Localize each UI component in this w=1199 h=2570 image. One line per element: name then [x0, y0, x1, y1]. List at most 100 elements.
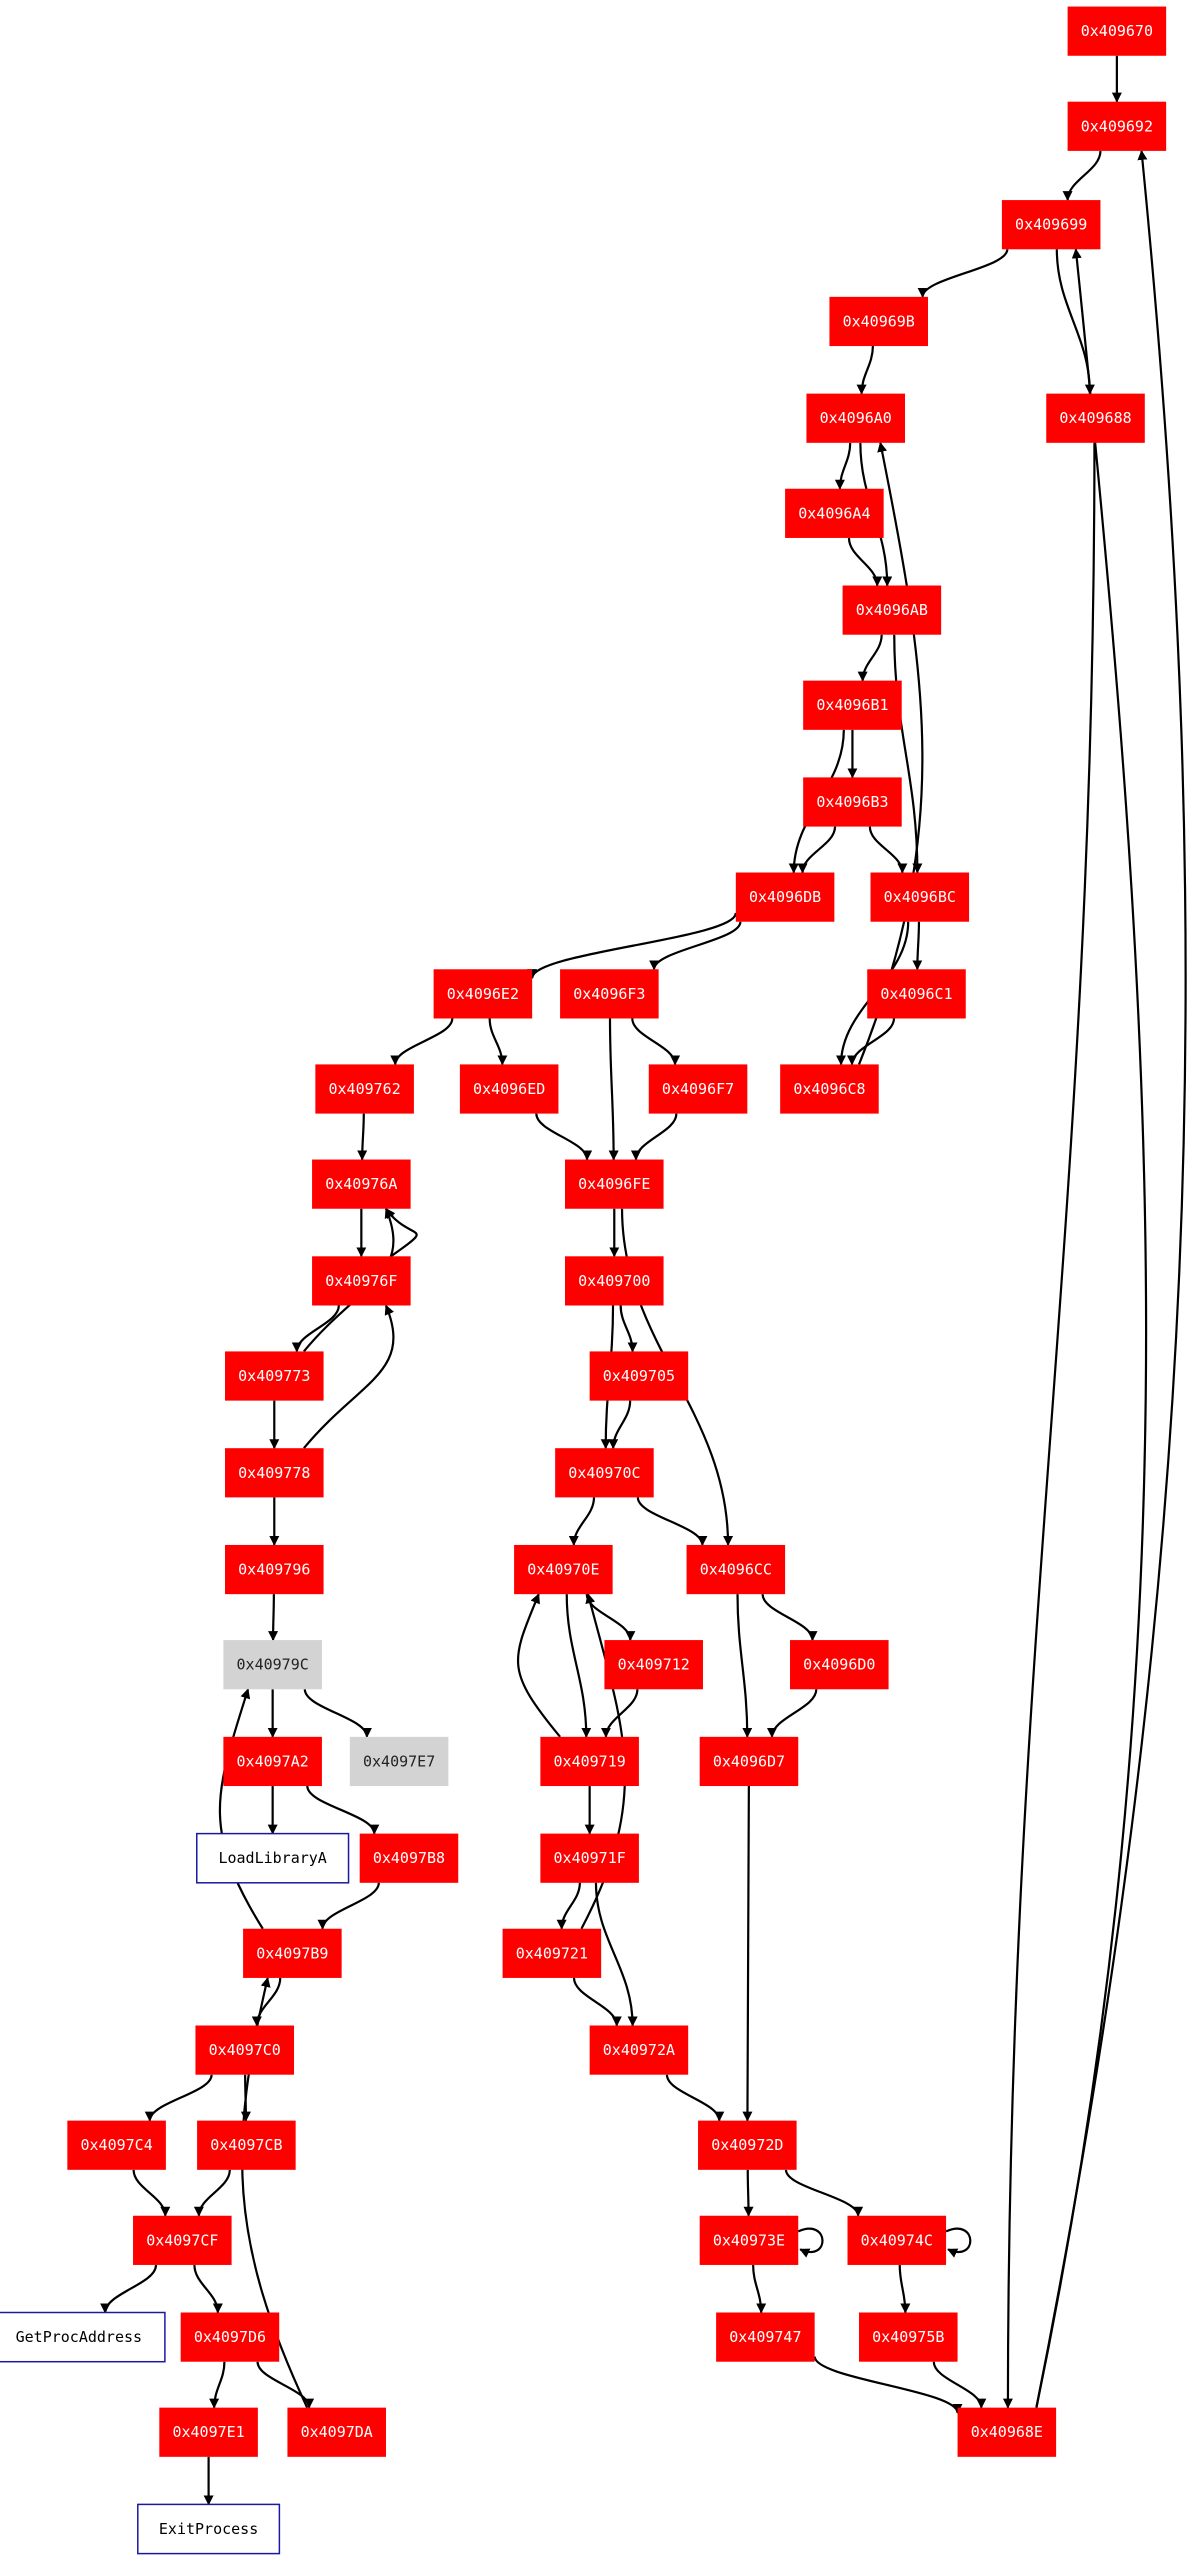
node-box — [223, 1736, 322, 1787]
edge-n4096D0-n4096D7 — [766, 1689, 818, 1738]
node-label: 0x409773 — [238, 1367, 310, 1385]
node-box — [842, 585, 942, 635]
edge-n40976F-n40976A — [385, 1207, 418, 1258]
edge-n4096F3-n4096F7 — [631, 1018, 681, 1066]
node-box — [459, 1064, 559, 1114]
node-box — [699, 2215, 799, 2265]
api-import-node: ExitProcess — [137, 2503, 281, 2555]
node-label: 0x4097D6 — [194, 2328, 266, 2346]
edges-layer — [100, 55, 1187, 2506]
node-box — [785, 488, 884, 538]
edge-n409699-n40969B — [917, 248, 1009, 298]
node-box — [159, 2407, 258, 2457]
edge-n409796-n40979C — [268, 1594, 279, 1642]
node-label: 0x409778 — [238, 1464, 310, 1482]
node-box — [555, 1448, 654, 1498]
basic-block-node: 0x40969B — [829, 296, 928, 347]
node-label: 0x4097DA — [301, 2423, 373, 2441]
node-label: 0x4096D7 — [713, 1752, 785, 1770]
node-box — [1067, 6, 1167, 56]
edge-n40971F-n40972A — [594, 1882, 638, 2027]
basic-block-node: 0x40974C — [847, 2215, 947, 2265]
node-box — [180, 2312, 280, 2362]
edge-n4096DB-n4096E2 — [527, 912, 737, 980]
edge-n4096C1-n4096C8 — [846, 1018, 896, 1066]
edge-n409692-n409699 — [1062, 150, 1102, 202]
edge-n40970C-n40970E — [568, 1497, 596, 1546]
node-label: 0x4097B9 — [256, 1944, 328, 1962]
node-label: 0x40979C — [237, 1656, 309, 1674]
edge-n4097CF-nGetProcAddress — [100, 2264, 158, 2314]
node-box — [540, 1833, 639, 1883]
node-label: 0x409762 — [329, 1080, 401, 1098]
node-box — [699, 1736, 799, 1787]
node-box — [790, 1640, 889, 1690]
node-label: 0x4097E7 — [363, 1752, 435, 1770]
node-label: 0x409688 — [1059, 409, 1131, 427]
node-label: 0x4096DB — [749, 888, 821, 906]
basic-block-node: 0x409699 — [1001, 200, 1101, 250]
edge-n4096F3-n4096FE — [608, 1018, 619, 1161]
node-label: 0x40972D — [711, 2136, 783, 2154]
node-label: 0x409721 — [516, 1944, 588, 1962]
basic-block-node: 0x409700 — [565, 1256, 664, 1306]
basic-block-node: 0x40970C — [555, 1448, 654, 1498]
node-box — [859, 2312, 958, 2362]
node-box — [287, 2407, 386, 2457]
edge-n4097C4-n4097CF — [132, 2169, 171, 2217]
edge-n4097B8-n4097B9 — [317, 1882, 380, 1930]
edge-n4096BC-n4096C1 — [912, 921, 923, 971]
basic-block-node: 0x409692 — [1067, 101, 1167, 151]
basic-block-node: 0x40973E — [699, 2215, 799, 2265]
node-box — [957, 2407, 1057, 2457]
edge-n4096ED-n4096FE — [535, 1113, 593, 1161]
node-box — [698, 2120, 797, 2170]
basic-block-node: 0x4097DA — [287, 2407, 386, 2457]
edge-n4096CC-n4096D0 — [761, 1593, 818, 1642]
node-label: 0x4097CF — [146, 2231, 218, 2249]
node-label: 0x4097A2 — [237, 1752, 309, 1770]
basic-block-node: 0x40970E — [514, 1544, 613, 1595]
edge-n40976F-n409773 — [291, 1305, 340, 1353]
basic-block-node: 0x4096D7 — [699, 1736, 799, 1787]
edge-n40972D-n40973E — [743, 2169, 754, 2217]
node-label: 0x409700 — [578, 1272, 650, 1290]
node-box — [870, 872, 970, 922]
node-box — [648, 1064, 748, 1114]
edge-n40969B-n4096A0 — [856, 346, 874, 395]
node-label: 0x409699 — [1015, 216, 1087, 234]
basic-block-node: 0x409747 — [716, 2312, 815, 2362]
basic-block-node: 0x409721 — [502, 1928, 602, 1978]
basic-block-node: 0x409796 — [225, 1544, 324, 1595]
edge-n4097D6-n4097DA — [256, 2361, 315, 2409]
basic-block-node: 0x4096A0 — [806, 393, 905, 443]
node-label: 0x4096AB — [856, 601, 928, 619]
node-box — [225, 1448, 324, 1498]
basic-block-node: 0x4097CF — [133, 2215, 232, 2265]
node-label: 0x4096ED — [473, 1080, 545, 1098]
basic-block-node: 0x4097CB — [197, 2120, 296, 2170]
edge-n40968E-n409699 — [1035, 248, 1148, 2408]
node-box — [223, 1640, 322, 1690]
basic-block-node: 0x409762 — [315, 1064, 414, 1114]
edge-n40970E-n409719 — [565, 1594, 592, 1738]
edge-n40975B-n40968E — [932, 2361, 987, 2409]
node-box — [67, 2120, 166, 2170]
edge-n409712-n409719 — [600, 1689, 639, 1738]
basic-block-node: 0x4096D0 — [790, 1640, 889, 1690]
node-label: 0x409692 — [1081, 117, 1153, 135]
node-box — [514, 1544, 613, 1595]
node-box — [589, 2025, 689, 2075]
node-box — [686, 1544, 786, 1595]
basic-block-node: 0x4096C8 — [780, 1064, 879, 1114]
node-box — [1046, 393, 1145, 443]
node-box — [1067, 101, 1167, 151]
edge-n4096A4-n4096AB — [847, 537, 883, 587]
node-box — [349, 1736, 449, 1787]
node-label: 0x409712 — [618, 1656, 690, 1674]
edge-n4096CC-n4096D7 — [736, 1594, 753, 1738]
node-label: 0x40971F — [554, 1849, 626, 1867]
node-label: 0x4096A0 — [820, 409, 892, 427]
node-label: 0x4096F7 — [662, 1080, 734, 1098]
node-box — [589, 1351, 689, 1401]
